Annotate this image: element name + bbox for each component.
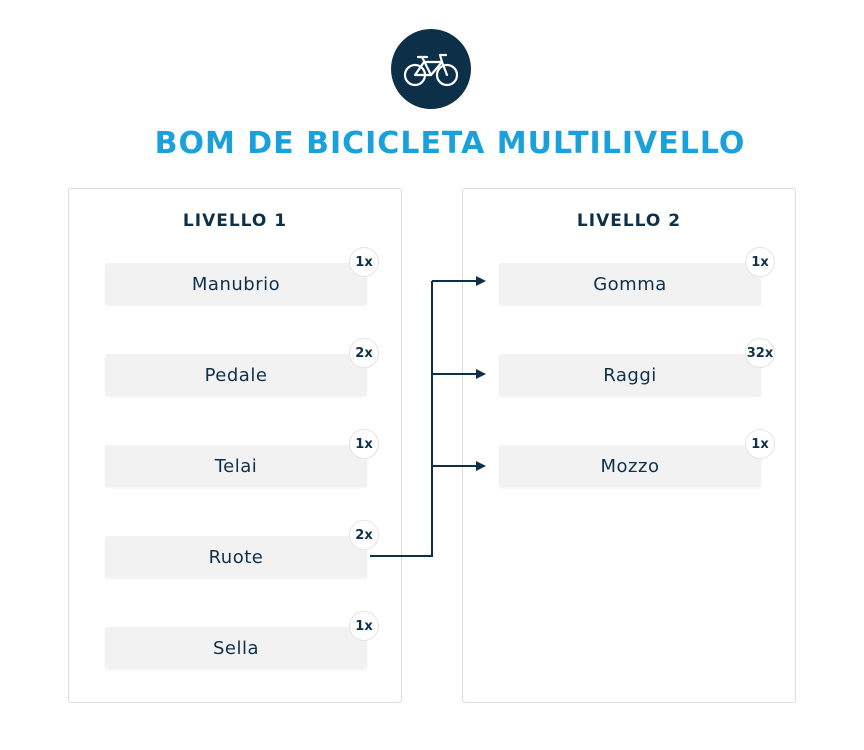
item-label: Raggi: [603, 364, 657, 386]
item-label: Gomma: [593, 273, 667, 295]
level-1-item-pedale[interactable]: Pedale: [105, 354, 367, 396]
quantity-badge: 1x: [349, 247, 379, 277]
item-label: Sella: [212, 637, 260, 659]
level-2-panel: LIVELLO 2 Gomma 1x Raggi 32x Mozzo 1x: [462, 188, 796, 703]
item-label: Pedale: [204, 364, 268, 386]
bicycle-logo: [391, 29, 471, 109]
item-label: Telai: [214, 455, 258, 477]
quantity-badge: 2x: [349, 520, 379, 550]
quantity-badge: 1x: [349, 429, 379, 459]
page-title: BOM DE BICICLETA MULTILIVELLO: [154, 126, 746, 161]
level-1-item-telai[interactable]: Telai: [105, 445, 367, 487]
quantity-badge: 2x: [349, 338, 379, 368]
level-1-item-manubrio[interactable]: Manubrio: [105, 263, 367, 305]
level-1-panel: LIVELLO 1 Manubrio 1x Pedale 2x Telai 1x…: [68, 188, 402, 703]
quantity-badge: 1x: [745, 429, 775, 459]
quantity-badge: 1x: [745, 247, 775, 277]
item-label: Mozzo: [600, 455, 660, 477]
level-2-item-mozzo[interactable]: Mozzo: [499, 445, 761, 487]
quantity-badge: 32x: [745, 338, 775, 368]
level-2-title: LIVELLO 2: [576, 211, 682, 231]
level-1-item-ruote[interactable]: Ruote: [105, 536, 367, 578]
level-1-title: LIVELLO 1: [182, 211, 288, 231]
level-2-item-gomma[interactable]: Gomma: [499, 263, 761, 305]
level-1-item-sella[interactable]: Sella: [105, 627, 367, 669]
quantity-badge: 1x: [349, 611, 379, 641]
item-label: Ruote: [208, 546, 264, 568]
level-2-item-raggi[interactable]: Raggi: [499, 354, 761, 396]
bicycle-icon: [403, 53, 459, 87]
item-label: Manubrio: [191, 273, 281, 295]
